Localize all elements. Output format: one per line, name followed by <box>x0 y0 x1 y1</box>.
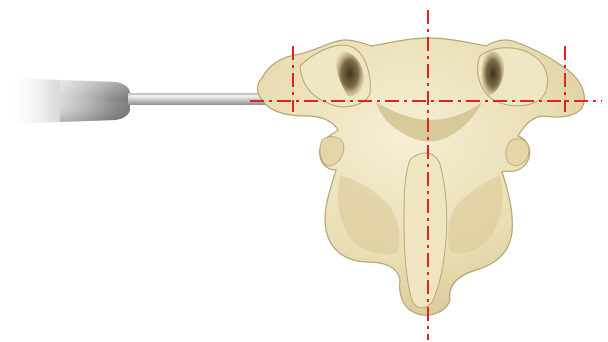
needle-hub-shading <box>60 80 130 122</box>
vertebra <box>258 38 585 315</box>
